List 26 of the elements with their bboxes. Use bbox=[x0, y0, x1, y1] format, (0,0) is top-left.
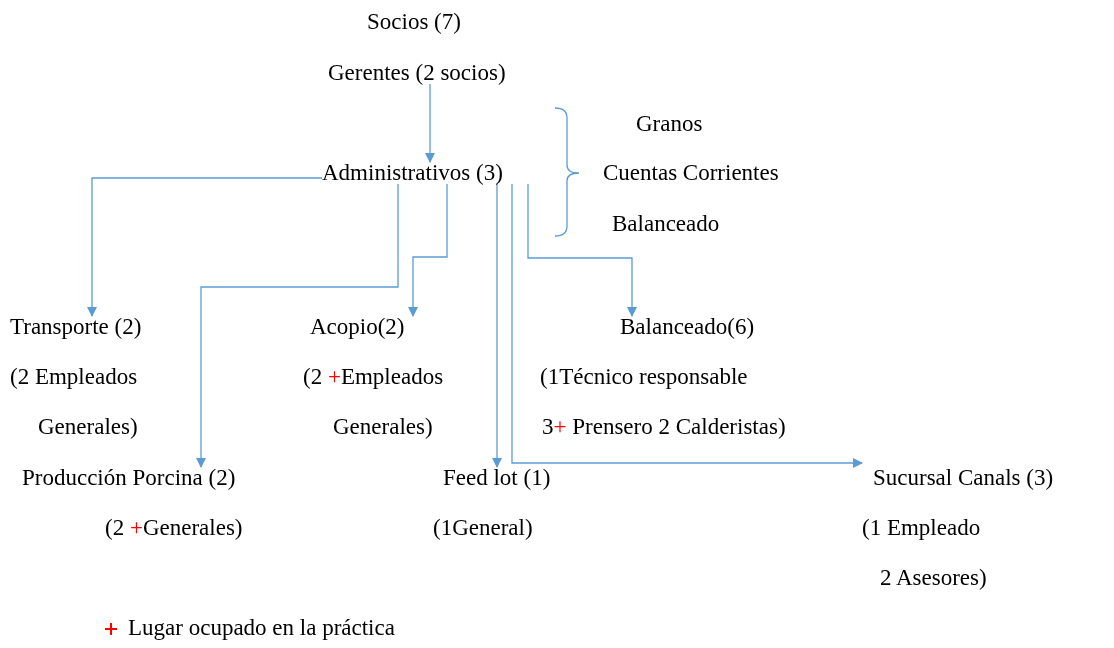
arrow bbox=[87, 177, 323, 317]
arrow bbox=[408, 183, 448, 317]
area-label: Cuentas Corrientes bbox=[603, 162, 779, 184]
unit-staff-text: (2 +Empleados Generales) bbox=[303, 366, 445, 438]
unit-title: Socios (7) bbox=[367, 11, 462, 33]
arrow bbox=[492, 183, 502, 468]
unit-title: Feed lot (1) bbox=[442, 467, 552, 489]
unit-staff-text: (2 Empleados Generales) bbox=[10, 366, 139, 438]
unit-staff-text: (1Técnico responsable 3+ Prensero 2 Calderistas) bbox=[540, 366, 787, 438]
unit-staff-text: (1General) bbox=[433, 517, 534, 539]
unit-title: Balanceado(6) bbox=[619, 316, 756, 338]
unit-title: Gerentes (2 socios) bbox=[328, 62, 507, 84]
arrow bbox=[527, 183, 637, 317]
arrow bbox=[511, 183, 863, 468]
unit-title: Acopio(2) bbox=[309, 316, 406, 338]
unit-staff-text: (1 Empleado 2 Asesores) bbox=[862, 517, 988, 589]
unit-title: Administrativos (3) bbox=[322, 162, 504, 184]
area-label: Balanceado bbox=[612, 213, 720, 235]
unit-title: Sucursal Canals (3) bbox=[872, 467, 1055, 489]
arrow bbox=[425, 83, 435, 163]
arrow bbox=[196, 183, 399, 468]
legend-text: Lugar ocupado en la práctica bbox=[128, 617, 395, 639]
unit-title: Transporte (2) bbox=[10, 316, 143, 338]
area-label: Granos bbox=[636, 113, 703, 135]
unit-title: Producción Porcina (2) bbox=[22, 467, 237, 489]
unit-staff-text: (2 +Generales) bbox=[104, 517, 244, 539]
